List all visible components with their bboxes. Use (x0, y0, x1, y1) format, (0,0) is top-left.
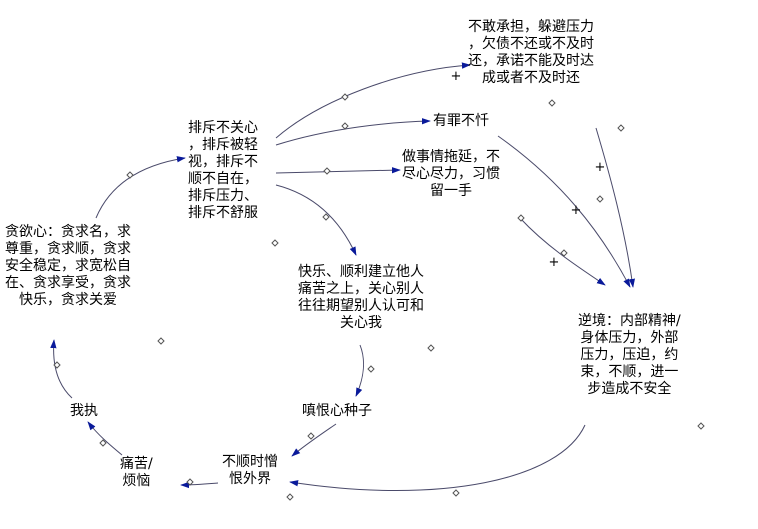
link-handle (367, 365, 375, 373)
link-handle (427, 344, 435, 352)
node-procrastinate: 做事情拖延，不 尽心尽力，习惯 留一手 (402, 149, 500, 199)
link-handle (186, 478, 194, 486)
node-ego: 我执 (70, 403, 98, 419)
node-guilt: 有罪不忏 (433, 113, 489, 129)
link-handle (517, 214, 525, 222)
node-happy: 快乐、顺利建立他人 痛苦之上，关心别人 往往期望别人认可和 关心我 (298, 264, 424, 331)
arrow-greed-to-reject (95, 156, 186, 219)
link-handle (53, 361, 61, 369)
polarity-plus: + (451, 69, 462, 84)
link-handle (596, 195, 604, 203)
link-handle (286, 493, 294, 501)
arrow-adversity-to-hatred (289, 424, 586, 492)
link-handle (452, 489, 460, 497)
arrow-reject-to-dare (275, 62, 471, 139)
arrow-pain-to-ego (87, 421, 123, 456)
arrow-dare-to-adversity (595, 127, 635, 288)
arrow-reject-to-happy (275, 184, 357, 256)
node-pain: 痛苦/ 烦恼 (120, 456, 153, 489)
arrow-reject-to-procrastinate (275, 167, 401, 174)
link-handle (99, 439, 107, 447)
polarity-plus: + (595, 160, 606, 175)
link-handle (617, 124, 625, 132)
arrow-hatred-seed-to-hatred (291, 423, 337, 457)
link-handle (341, 122, 349, 130)
node-reject: 排斥不关心 ，排斥被轻 视，排斥不 顺不自在， 排斥压力、 排斥不舒服 (188, 120, 258, 221)
polarity-plus: + (571, 203, 582, 218)
node-dare-not-bear: 不敢承担，躲避压力 ，欠债不还或不及时 还，承诺不能及时达 成或者不及时还 (468, 19, 594, 86)
link-handle (126, 171, 134, 179)
link-handle (307, 432, 315, 440)
arrow-happy-to-hatred-seed (355, 344, 364, 397)
node-adversity: 逆境：内部精神/ 身体压力，外部 压力，压迫，约 束，不顺，进一 步造成不安全 (578, 313, 681, 397)
link-handle (548, 99, 556, 107)
arrow-guilt-to-adversity (497, 135, 631, 288)
arrow-ego-to-greed (50, 339, 73, 399)
link-handle (560, 249, 568, 257)
node-greed: 贪欲心：贪求名，求 尊重，贪求顺，贪求 安全稳定，求宽松自 在、贪求享受，贪求 … (5, 224, 131, 308)
arrow-hatred-to-pain (180, 481, 219, 489)
link-handle (157, 337, 165, 345)
link-handle (341, 93, 349, 101)
node-hatred: 不顺时憎 恨外界 (222, 454, 278, 487)
arrow-procrastinate-to-adversity (519, 217, 606, 286)
node-hatred-seed: 嗔恨心种子 (302, 403, 372, 419)
link-handle (271, 239, 279, 247)
link-handle (697, 422, 705, 430)
link-handle (322, 213, 330, 221)
link-handle (323, 167, 331, 175)
polarity-plus: + (549, 255, 560, 270)
arrow-reject-to-guilt (275, 118, 431, 146)
